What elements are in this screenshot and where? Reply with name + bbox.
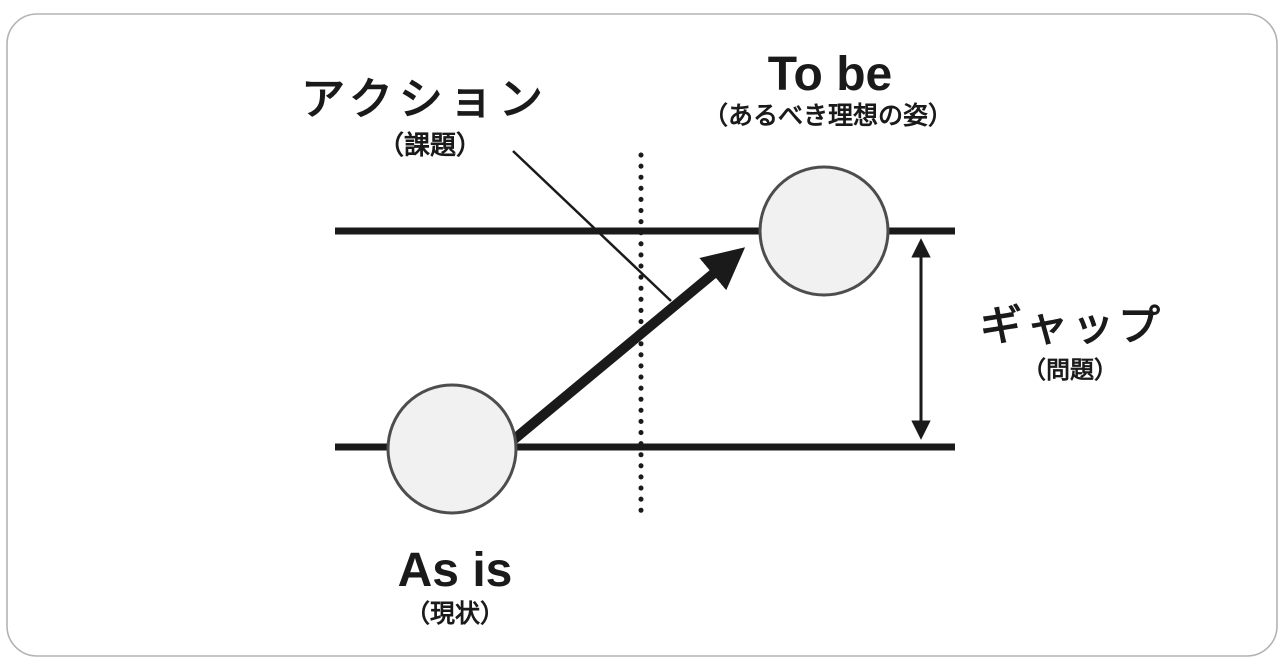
- action-arrow: [508, 247, 746, 445]
- to-be-circle: [760, 167, 888, 295]
- to-be-circle-outline: [758, 165, 890, 297]
- as-is-circle: [388, 385, 516, 513]
- action-subtitle: （課題）: [378, 130, 482, 160]
- action-title: アクション: [301, 75, 549, 124]
- gap-title: ギャップ: [980, 302, 1164, 349]
- as-is-subtitle: （現状）: [405, 599, 505, 628]
- as-is-circle-outline: [386, 383, 518, 515]
- as-is-title: As is: [398, 544, 513, 597]
- card-frame-border: [6, 13, 1278, 657]
- gap-subtitle: （問題）: [1022, 357, 1118, 384]
- to-be-subtitle: （あるべき理想の姿）: [703, 101, 953, 130]
- to-be-title: To be: [768, 48, 892, 101]
- action-label-pointer-line: [512, 150, 672, 302]
